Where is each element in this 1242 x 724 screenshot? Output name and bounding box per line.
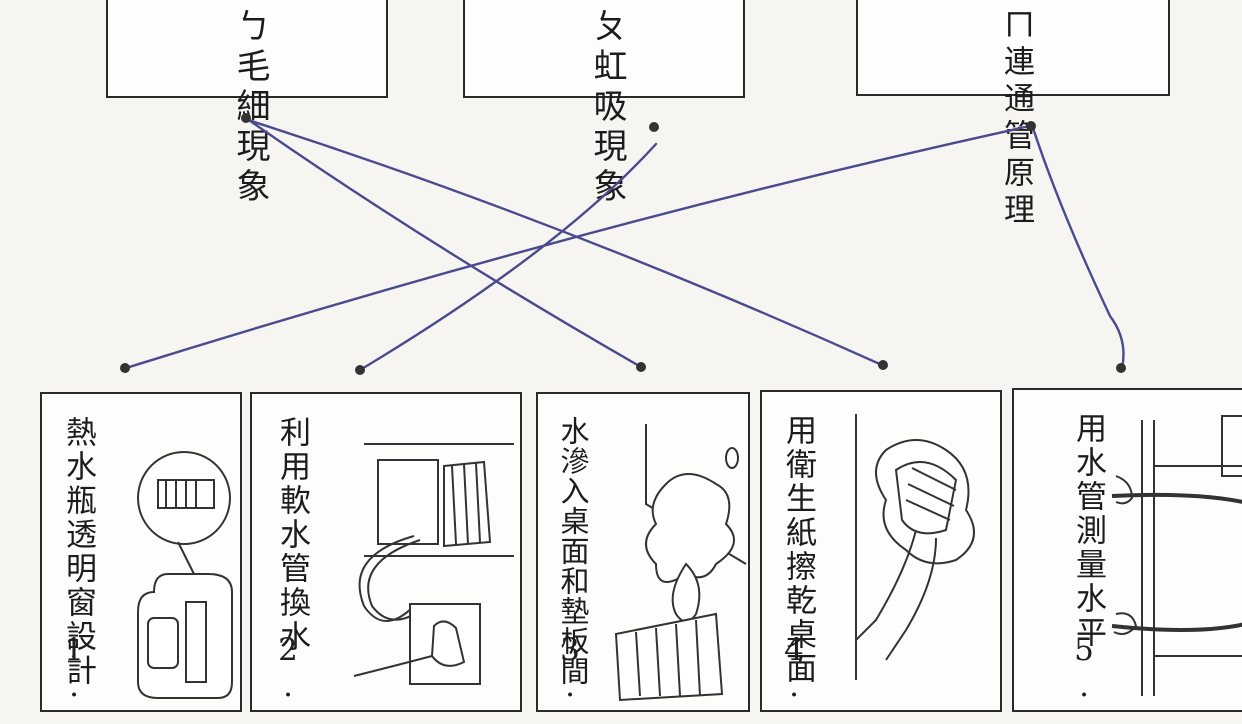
dot-activity-5 <box>1116 363 1126 373</box>
hose-bucket-illustration <box>353 443 514 685</box>
activity-label-2: 利用軟水管換水 <box>274 416 310 654</box>
activity-number-2: 2. <box>270 632 306 704</box>
dot-category-p <box>649 122 659 132</box>
dot-activity-1 <box>120 363 130 373</box>
category-label-b: ㄅ毛細現象 <box>230 8 270 208</box>
category-box-p: ㄆ虹吸現象 <box>463 0 745 208</box>
activity-number-5: 5. <box>1066 632 1102 704</box>
dot-activity-4 <box>878 360 888 370</box>
activity-box-4: 用衛生紙擦乾桌面 4. <box>760 390 1002 712</box>
activity-box-3: 水滲入桌面和墊板間 3. <box>536 392 750 712</box>
category-label-p: ㄆ虹吸現象 <box>587 8 627 208</box>
activity-label-4: 用衛生紙擦乾桌面 <box>780 414 816 686</box>
activity-label-5: 用水管測量水平 <box>1070 412 1106 650</box>
activity-number-3: 3. <box>552 632 588 704</box>
activity-label-3: 水滲入桌面和墊板間 <box>556 416 590 686</box>
dot-activity-3 <box>636 362 646 372</box>
category-label-m: ㄇ連通管原理 <box>998 8 1034 230</box>
category-box-b: ㄅ毛細現象 <box>106 0 388 208</box>
activity-number-4: 4. <box>776 632 812 704</box>
activity-label-1: 熱水瓶透明窗設計 <box>60 416 96 688</box>
water-level-hose-illustration <box>1111 415 1242 696</box>
wiping-hand-illustration <box>855 414 975 680</box>
line-b-to-3 <box>244 116 643 369</box>
activity-number-1: 1. <box>56 632 92 704</box>
dot-activity-2 <box>355 365 365 375</box>
activity-box-5: 用水管測量水平 5. <box>1012 388 1242 712</box>
line-b-to-4 <box>246 118 884 367</box>
water-seep-illustration <box>614 424 747 702</box>
activity-box-1: 熱水瓶透明窗設計 1. <box>40 392 242 712</box>
category-box-m: ㄇ連通管原理 <box>856 0 1170 230</box>
line-m-to-5 <box>1031 126 1125 370</box>
activity-box-2: 利用軟水管換水 2. <box>250 392 522 712</box>
thermos-illustration <box>137 451 233 699</box>
